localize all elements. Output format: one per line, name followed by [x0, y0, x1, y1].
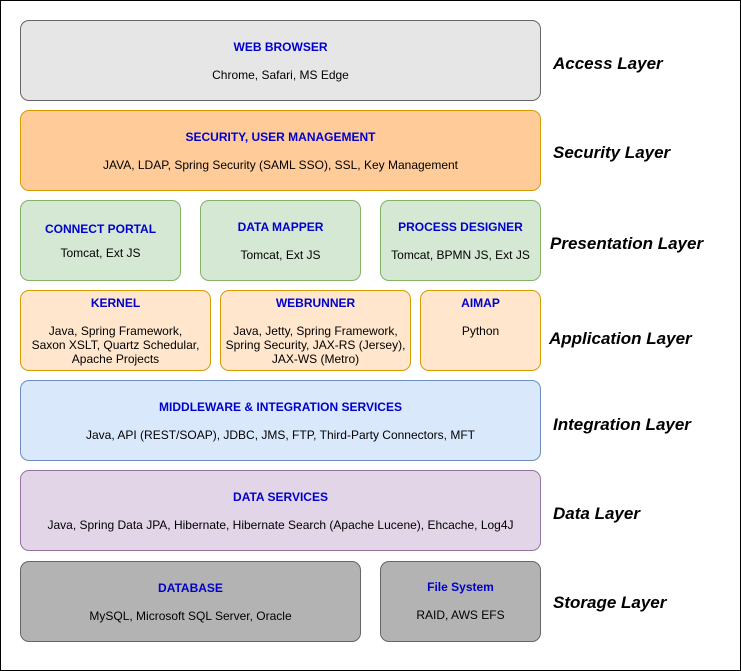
process-designer-box: PROCESS DESIGNER Tomcat, BPMN JS, Ext JS — [380, 200, 541, 281]
access-layer-label: Access Layer — [553, 54, 663, 73]
data-services-title: DATA SERVICES — [233, 490, 328, 504]
process-designer-desc: Tomcat, BPMN JS, Ext JS — [391, 248, 530, 262]
webrunner-desc-line: Spring Security, JAX-RS (Jersey), — [225, 338, 406, 352]
security-box: SECURITY, USER MANAGEMENT JAVA, LDAP, Sp… — [20, 110, 541, 191]
aimap-title: AIMAP — [461, 296, 500, 310]
database-title: DATABASE — [158, 581, 223, 595]
kernel-desc-line: Apache Projects — [71, 352, 160, 366]
web-browser-desc: Chrome, Safari, MS Edge — [212, 68, 349, 82]
kernel-desc-line: Saxon XSLT, Quartz Schedular, — [31, 338, 200, 352]
webrunner-box: WEBRUNNER Java, Jetty, Spring Framework,… — [220, 290, 411, 371]
presentation-layer-label: Presentation Layer — [550, 234, 704, 253]
file-system-desc: RAID, AWS EFS — [416, 608, 505, 622]
file-system-title: File System — [427, 580, 494, 594]
data-services-box: DATA SERVICES Java, Spring Data JPA, Hib… — [20, 470, 541, 551]
security-layer-label: Security Layer — [553, 143, 671, 162]
aimap-desc: Python — [461, 324, 500, 338]
database-desc: MySQL, Microsoft SQL Server, Oracle — [89, 609, 292, 623]
application-layer-label: Application Layer — [549, 329, 692, 348]
data-services-desc: Java, Spring Data JPA, Hibernate, Hibern… — [47, 518, 514, 532]
middleware-desc: Java, API (REST/SOAP), JDBC, JMS, FTP, T… — [86, 428, 475, 442]
data-mapper-box: DATA MAPPER Tomcat, Ext JS — [200, 200, 361, 281]
file-system-box: File System RAID, AWS EFS — [380, 561, 541, 642]
kernel-title: KERNEL — [90, 296, 141, 310]
webrunner-desc-line: JAX-WS (Metro) — [271, 352, 360, 366]
kernel-box: KERNEL Java, Spring Framework, Saxon XSL… — [20, 290, 211, 371]
data-mapper-desc: Tomcat, Ext JS — [240, 248, 321, 262]
process-designer-title: PROCESS DESIGNER — [398, 220, 523, 234]
middleware-box: MIDDLEWARE & INTEGRATION SERVICES Java, … — [20, 380, 541, 461]
data-mapper-title: DATA MAPPER — [237, 220, 324, 234]
storage-layer-label: Storage Layer — [553, 593, 667, 612]
data-layer-label: Data Layer — [553, 504, 640, 523]
security-desc: JAVA, LDAP, Spring Security (SAML SSO), … — [102, 158, 459, 172]
connect-portal-title: CONNECT PORTAL — [44, 222, 157, 236]
security-title: SECURITY, USER MANAGEMENT — [185, 130, 376, 144]
webrunner-desc-line: Java, Jetty, Spring Framework, — [233, 324, 398, 338]
webrunner-title: WEBRUNNER — [275, 296, 356, 310]
kernel-desc: Java, Spring Framework, Saxon XSLT, Quar… — [32, 324, 200, 366]
connect-portal-desc: Tomcat, Ext JS — [60, 246, 141, 260]
middleware-title: MIDDLEWARE & INTEGRATION SERVICES — [159, 400, 402, 414]
kernel-desc-line: Java, Spring Framework, — [48, 324, 183, 338]
connect-portal-box: CONNECT PORTAL Tomcat, Ext JS — [20, 200, 181, 281]
web-browser-box: WEB BROWSER Chrome, Safari, MS Edge — [20, 20, 541, 101]
integration-layer-label: Integration Layer — [553, 415, 691, 434]
webrunner-desc: Java, Jetty, Spring Framework, Spring Se… — [226, 324, 406, 366]
aimap-box: AIMAP Python — [420, 290, 541, 371]
web-browser-title: WEB BROWSER — [233, 40, 328, 54]
database-box: DATABASE MySQL, Microsoft SQL Server, Or… — [20, 561, 361, 642]
